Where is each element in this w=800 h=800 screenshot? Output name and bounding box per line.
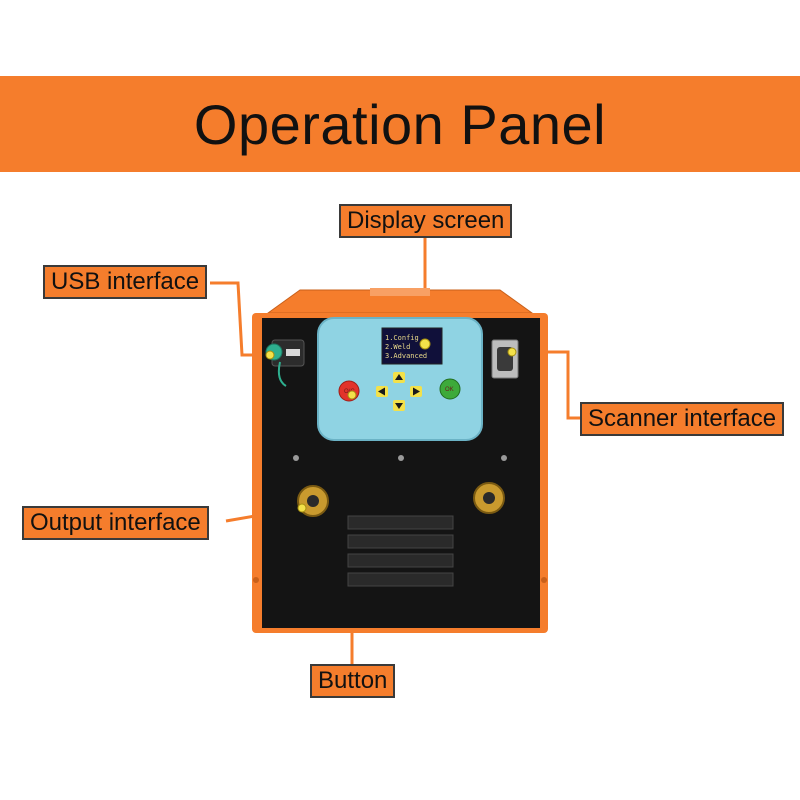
terminal-socket	[483, 492, 495, 504]
page-title: Operation Panel	[193, 92, 607, 156]
arrow-keypad	[376, 372, 422, 411]
device-handle	[370, 288, 430, 296]
usb-callout-dot	[265, 350, 275, 360]
display-callout-dot	[419, 338, 431, 350]
ventilation-grille	[347, 515, 454, 587]
vent-slat	[347, 572, 454, 587]
button-callout-dot	[347, 390, 357, 400]
output-interface-callout: Output interface	[22, 506, 209, 540]
vent-slat	[347, 534, 454, 549]
up-arrow-icon	[395, 374, 403, 380]
usb-cap-strap	[277, 361, 287, 387]
screen-line-3: 3.Advanced	[385, 352, 427, 360]
vent-slat	[347, 515, 454, 530]
vent-slat	[347, 553, 454, 568]
side-bolt	[541, 577, 547, 583]
title-banner: Operation Panel	[0, 76, 800, 172]
display-screen-callout: Display screen	[339, 204, 513, 238]
scanner-callout-dot	[507, 347, 517, 357]
button-callout: Button	[310, 664, 396, 698]
left-arrow-icon	[378, 387, 385, 396]
ok-button[interactable]	[439, 378, 461, 400]
screws	[293, 455, 507, 461]
down-arrow-icon	[395, 403, 403, 409]
output-terminal-right	[473, 482, 505, 514]
ok-button-label: OK	[445, 387, 454, 393]
terminal-socket	[307, 495, 319, 507]
output-callout-dot	[297, 503, 307, 513]
screw	[501, 455, 507, 461]
screw	[398, 455, 404, 461]
screen-line-1: 1.Config	[385, 334, 419, 342]
usb-slot	[286, 349, 300, 356]
screen-line-2: 2.Weld	[385, 343, 410, 351]
right-arrow-icon	[413, 387, 420, 396]
display-screen	[381, 327, 443, 365]
screw	[293, 455, 299, 461]
side-bolt	[253, 577, 259, 583]
usb-interface-callout: USB interface	[43, 265, 208, 299]
scanner-interface-callout: Scanner interface	[580, 402, 785, 436]
